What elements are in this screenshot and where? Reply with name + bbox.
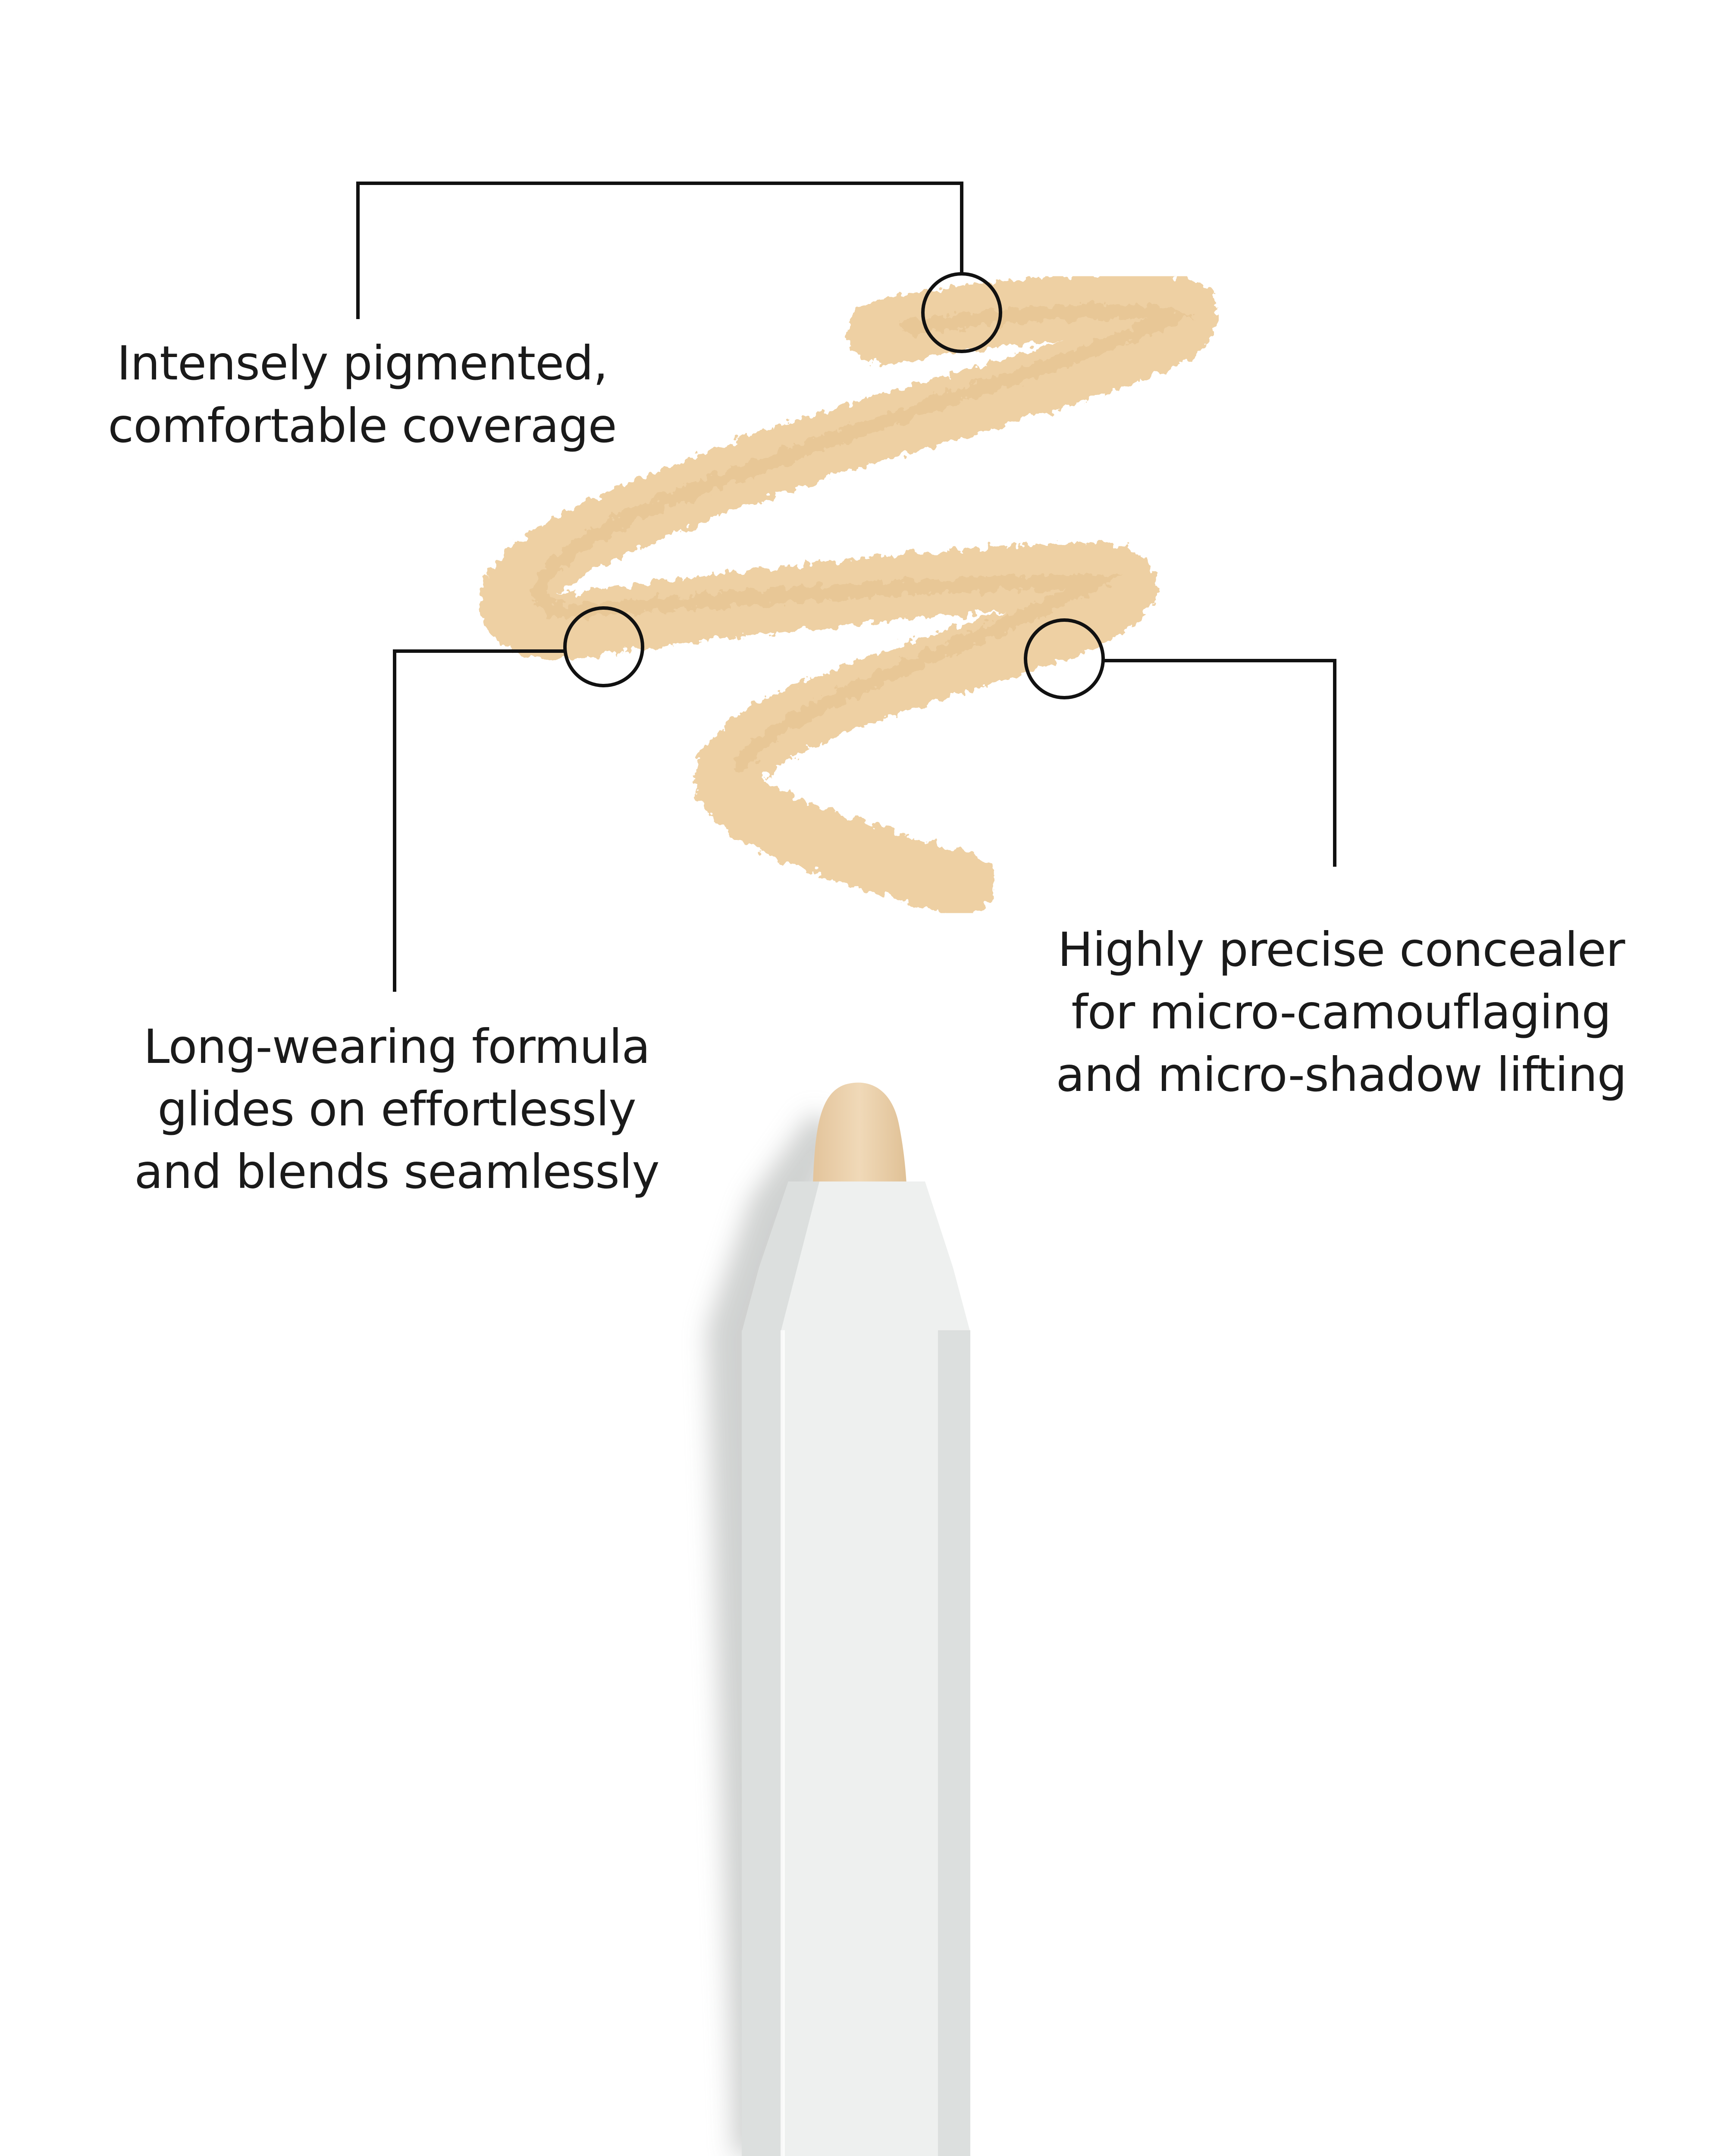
circle-marker-icon	[563, 606, 644, 687]
leader-line-mid-left	[393, 649, 565, 992]
pencil-barrel-left-face	[742, 1330, 783, 2156]
callout-precision-line-2: for micro-camouflaging	[1071, 985, 1611, 1040]
callout-precision-line-1: Highly precise concealer	[1057, 922, 1625, 977]
callout-pigment-line-2: comfortable coverage	[108, 398, 617, 453]
pencil-collar-shade	[742, 1181, 819, 1332]
concealer-swatch	[480, 273, 1217, 916]
pencil-tip	[813, 1082, 906, 1184]
concealer-pencil-icon	[742, 1082, 970, 2156]
callout-formula-line-1: Long-wearing formula	[143, 1019, 650, 1074]
circle-markers	[563, 272, 1105, 699]
callout-formula: Long-wearing formula glides on effortles…	[86, 1015, 707, 1203]
callout-pigment: Intensely pigmented, comfortable coverag…	[56, 332, 668, 457]
callout-pigment-line-1: Intensely pigmented,	[116, 336, 608, 391]
leader-lines	[356, 182, 1336, 992]
leader-line-top	[356, 182, 963, 319]
pencil-barrel-right-face	[938, 1330, 970, 2156]
callout-precision: Highly precise concealer for micro-camou…	[1031, 918, 1652, 1106]
circle-marker-icon	[1024, 618, 1105, 699]
circle-marker-icon	[921, 272, 1002, 353]
callout-formula-line-2: glides on effortlessly	[157, 1082, 637, 1137]
swatch-texture	[533, 304, 1192, 771]
leader-line-right	[1104, 659, 1336, 867]
callout-formula-line-3: and blends seamlessly	[134, 1144, 660, 1199]
callout-precision-line-3: and micro-shadow lifting	[1056, 1047, 1627, 1102]
